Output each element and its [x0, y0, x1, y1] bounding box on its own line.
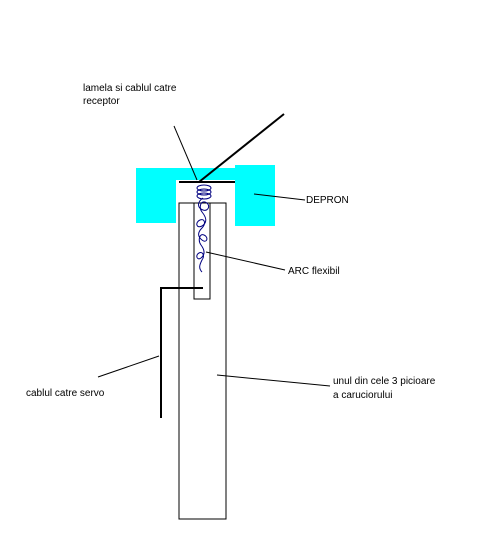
- leader-arc: [205, 251, 286, 271]
- servo-cable: [160, 287, 203, 418]
- label-depron: DEPRON: [306, 195, 349, 206]
- leader-servo: [97, 355, 160, 378]
- leader-picior: [216, 374, 331, 387]
- label-picior-line2: a caruciorului: [333, 390, 393, 401]
- flexible-spring: [196, 197, 210, 273]
- depron-block-left: [136, 168, 176, 223]
- label-lamela-line1: lamela si cablul catre: [83, 83, 177, 94]
- label-arc-flexibil: ARC flexibil: [288, 266, 340, 277]
- label-lamela-line2: receptor: [83, 96, 120, 107]
- label-servo-cable: cablul catre servo: [26, 388, 105, 399]
- label-picior-line1: unul din cele 3 picioare: [333, 376, 436, 387]
- spring-tube: [193, 202, 211, 300]
- receptor-cable: [198, 113, 285, 183]
- leader-lamela: [173, 125, 198, 181]
- depron-top-strip: [176, 168, 235, 180]
- spring-top-coils: [196, 184, 212, 200]
- leader-depron: [253, 193, 306, 201]
